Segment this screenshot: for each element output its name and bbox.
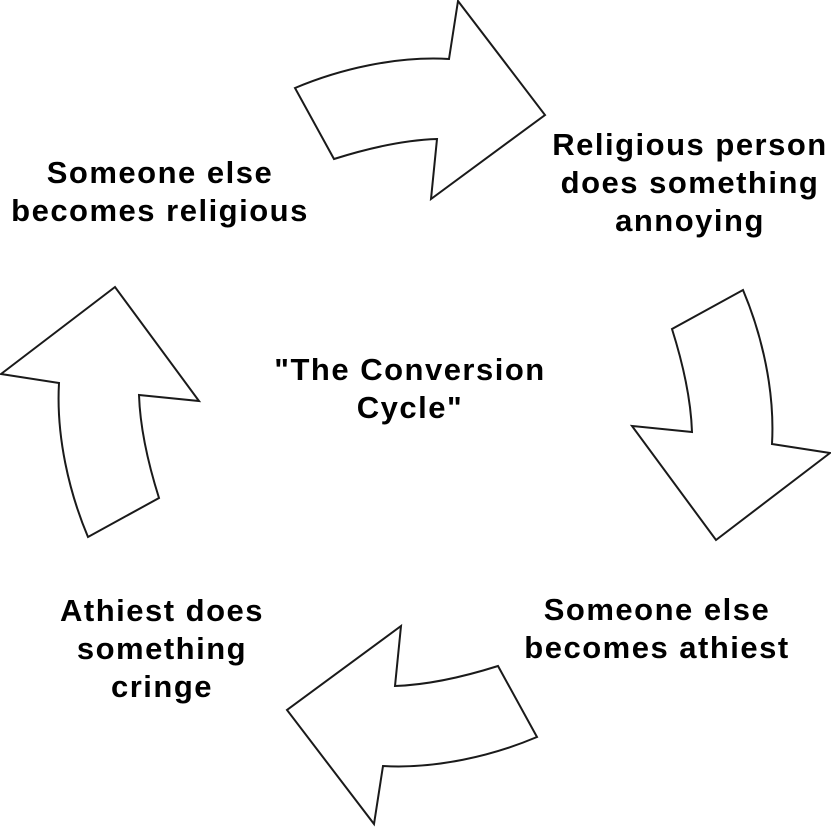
step-label-religious-annoying: Religious person does something annoying — [552, 127, 828, 238]
diagram-title: "The Conversion Cycle" — [274, 352, 546, 425]
curved-arrow-left-icon — [286, 625, 538, 825]
step-label-becomes-religious: Someone else becomes religious — [11, 155, 309, 228]
step-label-athiest-cringe: Athiest does something cringe — [59, 593, 265, 704]
step-label-becomes-athiest: Someone else becomes athiest — [524, 592, 790, 665]
curved-arrow-down-icon — [631, 289, 831, 541]
curved-arrow-right-icon — [294, 0, 546, 200]
curved-arrow-up-icon — [0, 286, 200, 538]
